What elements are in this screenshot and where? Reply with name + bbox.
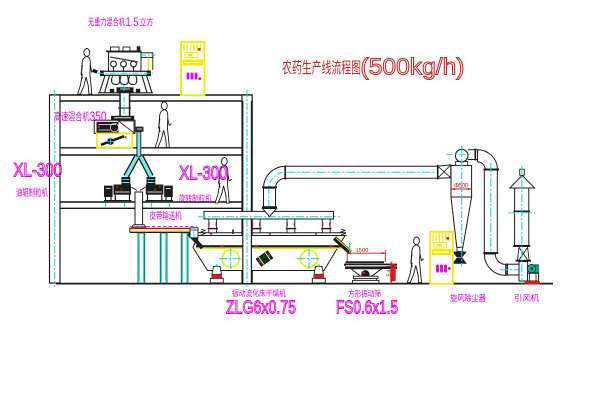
svg-text:FS0.6x1.5: FS0.6x1.5 bbox=[336, 297, 398, 318]
svg-text:XL-300: XL-300 bbox=[179, 164, 227, 185]
svg-text:ZLG6x0.75: ZLG6x0.75 bbox=[226, 297, 296, 318]
svg-text:农药生产线流程图: 农药生产线流程图 bbox=[282, 60, 361, 77]
svg-text:引风机: 引风机 bbox=[514, 292, 539, 303]
svg-text:无重力混合机: 无重力混合机 bbox=[88, 16, 125, 28]
svg-text:振动流化床干燥机: 振动流化床干燥机 bbox=[232, 288, 286, 298]
svg-text:油辊制粒机: 油辊制粒机 bbox=[16, 187, 48, 199]
svg-text:(500kg/h): (500kg/h) bbox=[361, 54, 465, 80]
svg-text:XL-300: XL-300 bbox=[14, 160, 63, 181]
svg-text:立方: 立方 bbox=[140, 16, 154, 27]
svg-text:540: 540 bbox=[387, 266, 393, 277]
svg-text:1500: 1500 bbox=[356, 248, 369, 254]
svg-text:高速混合机: 高速混合机 bbox=[54, 110, 90, 123]
svg-text:旋风除尘器: 旋风除尘器 bbox=[450, 292, 486, 303]
svg-text:350: 350 bbox=[90, 109, 107, 124]
svg-text:旋转制粒机: 旋转制粒机 bbox=[179, 193, 212, 203]
svg-text:1.5: 1.5 bbox=[126, 15, 139, 29]
svg-text:方形振动筛: 方形振动筛 bbox=[348, 289, 381, 299]
svg-text:皮带输送机: 皮带输送机 bbox=[150, 210, 182, 221]
